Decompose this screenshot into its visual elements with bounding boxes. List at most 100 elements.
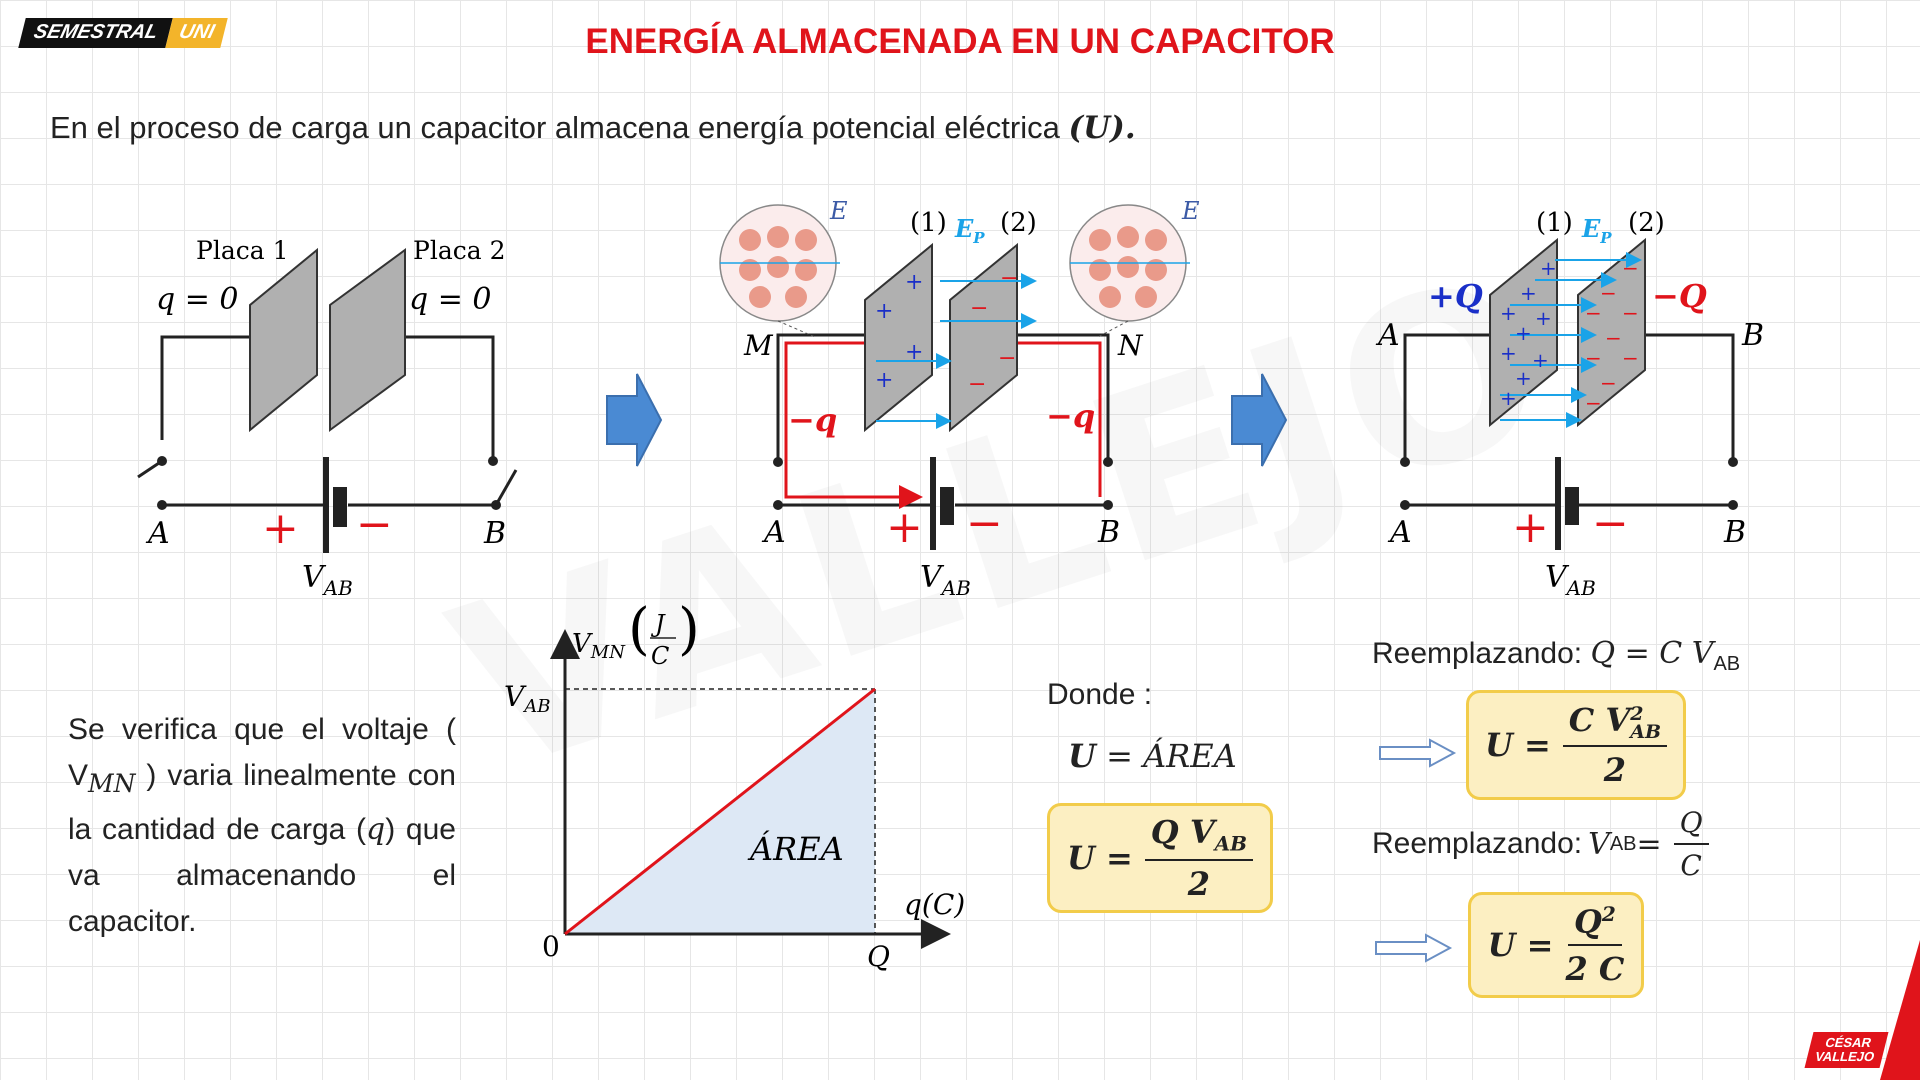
node-b: B — [1723, 515, 1746, 550]
svg-text:+: + — [1500, 386, 1517, 410]
voltage-label: VAB — [1545, 560, 1596, 600]
energy-symbol: (U). — [1068, 110, 1136, 146]
description-q: q — [366, 812, 386, 847]
field-e-left: E — [829, 197, 848, 225]
plate-2 — [949, 242, 1018, 433]
circuit-charged: ++++ +++++ −−−− −−−−− (1) (2) EP +Q −Q A… — [1375, 208, 1764, 600]
donde-label: Donde : — [1047, 678, 1153, 711]
svg-text:+: + — [1535, 306, 1552, 330]
hollow-arrow-2 — [1375, 933, 1453, 963]
reemplazando-1: Reemplazando: Q = C VAB — [1372, 636, 1741, 675]
svg-text:+: + — [875, 368, 893, 393]
description-paragraph: Se verifica que el voltaje ( VMN ) varia… — [68, 707, 456, 945]
box3-fraction: Q2 2 C — [1565, 902, 1624, 989]
battery-minus: − — [966, 498, 1003, 549]
y-axis-label: VMN — [572, 629, 626, 663]
charge-left: −q — [788, 401, 837, 439]
node-a: A — [761, 515, 786, 550]
description-sub: MN — [88, 769, 136, 798]
svg-text:−: − — [1600, 281, 1617, 305]
plate-1-label: (1) — [910, 208, 947, 238]
svg-text:−: − — [1585, 391, 1602, 415]
node-b: B — [1097, 515, 1120, 550]
box1-denominator: 2 — [1187, 865, 1211, 904]
negative-charge: −Q — [1652, 277, 1707, 315]
voltage-label: VAB — [302, 560, 353, 600]
microscopic-view-right — [1069, 204, 1190, 338]
process-arrow-1 — [606, 373, 663, 467]
battery-plus: + — [262, 503, 299, 554]
x-tick-q: Q — [867, 940, 890, 973]
ep-label: EP — [1581, 214, 1612, 247]
plate-1 — [249, 247, 318, 433]
svg-text:+: + — [1500, 301, 1517, 325]
svg-text:−: − — [1622, 301, 1639, 325]
description-middle: ) varia linealmente con la cantidad de c… — [68, 759, 456, 846]
reemplazando-2-v: V — [1588, 826, 1610, 862]
svg-text:−: − — [968, 372, 986, 397]
y-unit-num: J — [650, 610, 666, 638]
description-end: ) que va almacenando el capacitor. — [68, 813, 456, 938]
reemplazando-2-label: Reemplazando: — [1372, 827, 1583, 860]
charge-plate-2: q = 0 — [409, 282, 492, 317]
energy-area-equation: U = ÁREA — [1068, 737, 1237, 775]
box3-lhs: U = — [1487, 926, 1554, 964]
svg-text:+: + — [1520, 281, 1537, 305]
area-label: ÁREA — [747, 830, 844, 868]
battery-minus: − — [356, 499, 393, 550]
process-arrow-2 — [1231, 373, 1288, 467]
positive-charge: +Q — [1428, 277, 1483, 315]
plate-1-label: (1) — [1536, 208, 1573, 238]
switch-b — [494, 469, 518, 506]
hollow-arrow-1 — [1379, 738, 1457, 768]
svg-text:+: + — [1500, 341, 1517, 365]
formula-box-q2: U = Q2 2 C — [1468, 892, 1644, 998]
reemplazando-1-label: Reemplazando: — [1372, 637, 1591, 670]
box3-numerator: Q2 — [1568, 902, 1622, 947]
eq-equals: = — [1106, 737, 1133, 775]
svg-text:−: − — [1000, 266, 1018, 291]
box1-numerator: Q VAB — [1144, 813, 1254, 862]
corner-decoration — [1880, 940, 1920, 1080]
battery-short-plate — [333, 487, 347, 527]
svg-text:−: − — [998, 346, 1016, 371]
field-lines — [876, 273, 1037, 429]
box1-lhs: U = — [1066, 839, 1133, 877]
plate-1 — [1489, 237, 1558, 428]
battery-minus: − — [1592, 498, 1629, 549]
battery-short-plate — [940, 487, 954, 525]
voltage-charge-graph: VMN ( J C ) VAB 0 Q q(C) ÁREA — [504, 600, 965, 973]
brand-line-1: CÉSAR — [1823, 1035, 1873, 1050]
svg-text:+: + — [1532, 348, 1549, 372]
brand-line-2: VALLEJO — [1813, 1049, 1877, 1064]
origin-label: 0 — [542, 930, 560, 963]
svg-text:+: + — [1540, 256, 1557, 280]
paren-right: ) — [678, 600, 700, 662]
node-n: N — [1117, 329, 1144, 362]
eq-rhs: ÁREA — [1143, 737, 1237, 775]
field-lines — [1500, 252, 1642, 428]
battery-plus: + — [1512, 502, 1549, 553]
svg-text:+: + — [905, 340, 923, 365]
node-b: B — [483, 516, 506, 551]
voltage-label: VAB — [920, 560, 971, 600]
battery-short-plate — [1565, 487, 1579, 525]
plate-2 — [1577, 237, 1646, 428]
circuit-uncharged: Placa 1 Placa 2 q = 0 q = 0 A B + − VAB — [137, 236, 518, 600]
battery-plus: + — [886, 502, 923, 553]
y-unit-den: C — [651, 642, 669, 670]
svg-text:−: − — [1585, 301, 1602, 325]
node-m: M — [743, 329, 774, 362]
plate-2-label: (2) — [1000, 208, 1037, 238]
svg-text:+: + — [905, 270, 923, 295]
cesar-vallejo-logo: CÉSAR VALLEJO — [1804, 1032, 1889, 1068]
microscopic-view-left — [719, 204, 840, 338]
svg-text:−: − — [1622, 256, 1639, 280]
x-axis-label: q(C) — [904, 888, 965, 921]
description-start: Se verifica que el voltaje ( V — [68, 713, 456, 792]
node-a: A — [145, 516, 170, 551]
label-placa-2: Placa 2 — [413, 236, 505, 265]
box2-lhs: U = — [1484, 726, 1551, 764]
